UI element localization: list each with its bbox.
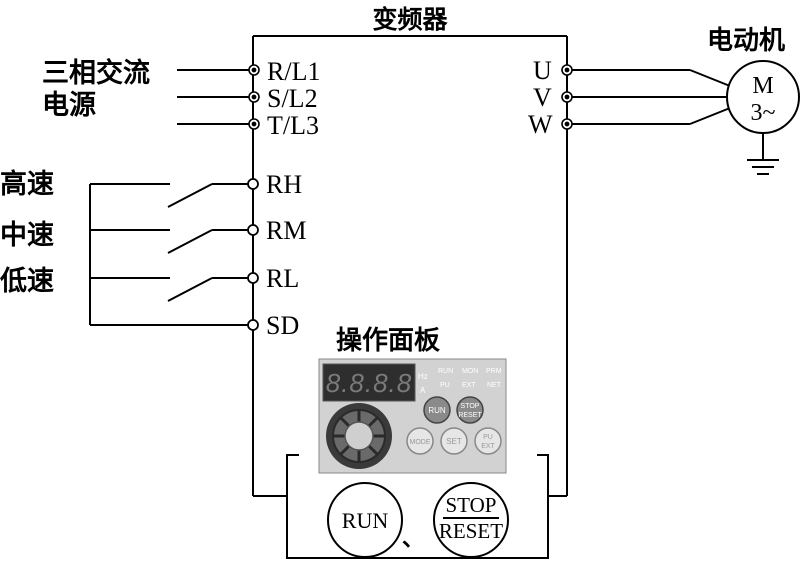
- indicator-ext: EXT: [462, 382, 476, 389]
- indicator-net: NET: [487, 382, 502, 389]
- panel-mode-key[interactable]: MODE: [406, 427, 434, 455]
- panel-run-key[interactable]: RUN: [423, 396, 451, 424]
- panel-stop-key[interactable]: STOP RESET: [456, 396, 484, 424]
- terminal-t-l3: T/L3: [267, 111, 319, 140]
- terminal-r-l1: R/L1: [267, 57, 320, 86]
- motor-label: 电动机: [707, 26, 785, 56]
- input-terminal-dots: [248, 64, 260, 130]
- terminal-sd: SD: [266, 311, 299, 340]
- indicator-mon: MON: [462, 368, 478, 375]
- output-terminal-dots: [561, 64, 573, 130]
- terminal-v: V: [533, 83, 552, 112]
- terminal-s-l2: S/L2: [267, 84, 318, 113]
- indicator-run: RUN: [438, 368, 453, 375]
- speed-label-mid: 中速: [0, 220, 54, 251]
- panel-mode-key-label: MODE: [410, 439, 431, 446]
- reset-button-label: RESET: [439, 519, 503, 543]
- speed-label-high: 高速: [0, 168, 54, 200]
- run-button-label: RUN: [342, 508, 389, 533]
- panel-pu-key-bottom: EXT: [481, 443, 495, 450]
- switch-wiring: [89, 183, 249, 326]
- unit-hz: Hz: [418, 372, 428, 381]
- terminal-w: W: [528, 110, 553, 139]
- unit-a: A: [420, 386, 426, 395]
- panel-bracket: [286, 454, 549, 559]
- panel-stop-key-bottom: RESET: [458, 412, 482, 419]
- power-source-label-line1: 三相交流: [42, 57, 150, 89]
- led-display: [322, 363, 416, 402]
- led-display-digits: 8.8.8.8: [326, 368, 413, 398]
- inverter-box: [252, 35, 568, 497]
- panel-stop-key-top: STOP: [461, 403, 480, 410]
- ground-icon: [747, 133, 779, 175]
- panel-set-key-label: SET: [446, 437, 462, 446]
- motor-symbol-m: M: [752, 73, 773, 99]
- panel-set-key[interactable]: SET: [440, 427, 468, 455]
- power-source-label-line2: 电源: [42, 90, 96, 121]
- terminal-rm: RM: [266, 216, 306, 245]
- panel-label: 操作面板: [336, 326, 440, 356]
- motor-symbol-3phase: 3~: [751, 100, 776, 126]
- terminal-rl: RL: [266, 264, 299, 293]
- stop-reset-button[interactable]: STOP RESET: [433, 482, 509, 558]
- panel-run-key-label: RUN: [428, 406, 446, 415]
- terminal-u: U: [533, 56, 552, 85]
- inverter-title: 变频器: [372, 5, 448, 34]
- panel-pu-key-top: PU: [483, 434, 493, 441]
- terminal-rh: RH: [266, 170, 302, 199]
- indicator-pu: PU: [440, 382, 450, 389]
- control-terminal-dots: [247, 178, 259, 331]
- speed-label-low: 低速: [0, 266, 54, 297]
- button-separator: 、: [402, 527, 424, 552]
- input-wires: [177, 69, 250, 125]
- run-button[interactable]: RUN: [327, 482, 403, 558]
- operation-panel: 8.8.8.8 Hz A RUN MON PRM PU EXT NET RUN: [318, 358, 507, 474]
- setting-dial[interactable]: [326, 403, 392, 469]
- output-wires: [572, 69, 731, 125]
- stop-button-label: STOP: [446, 493, 497, 517]
- panel-pu-ext-key[interactable]: PU EXT: [474, 427, 502, 455]
- indicator-prm: PRM: [486, 368, 502, 375]
